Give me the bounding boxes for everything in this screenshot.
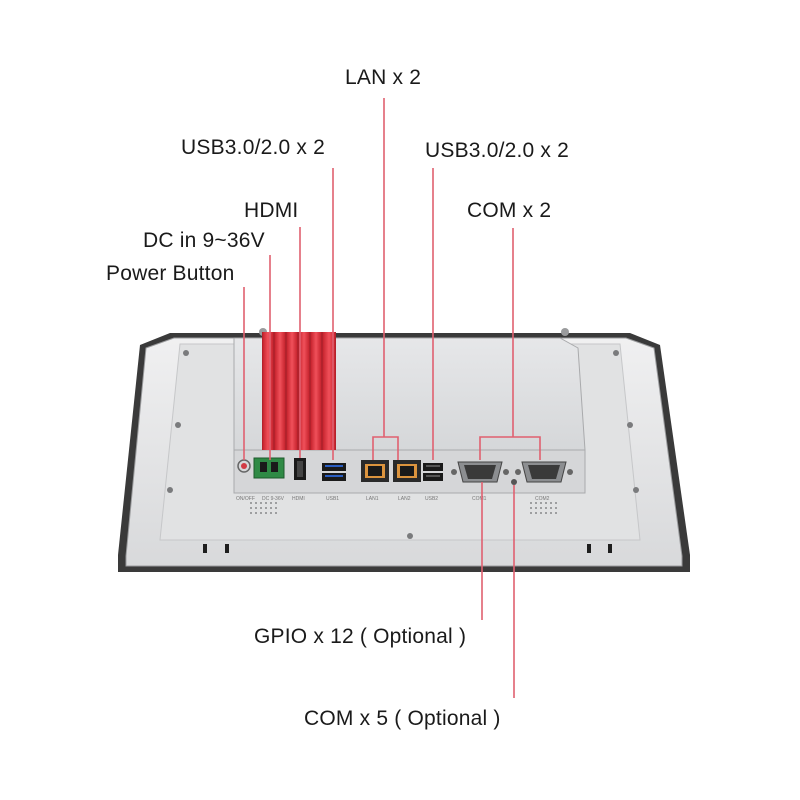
label-usb-right: USB3.0/2.0 x 2 <box>425 139 570 162</box>
marking-on-off: ON/OFF <box>236 496 255 502</box>
lan-port-2 <box>393 460 421 482</box>
usb-ports-1 <box>322 463 346 481</box>
com-port-2 <box>515 461 573 483</box>
leader-lines <box>243 98 541 698</box>
dc-in-terminal <box>253 457 285 479</box>
label-usb-left: USB3.0/2.0 x 2 <box>181 136 326 159</box>
lan-port-1 <box>361 460 389 482</box>
vents <box>250 502 557 514</box>
gpio-com-header <box>511 479 517 485</box>
marking-usb1: USB1 <box>326 496 339 502</box>
com-port-1 <box>451 461 509 483</box>
label-hdmi: HDMI <box>244 199 299 222</box>
bottom-slots <box>203 544 612 553</box>
label-com-optional: COM x 5 ( Optional ) <box>304 707 501 730</box>
marking-lan1: LAN1 <box>366 496 379 502</box>
power-button <box>237 459 251 473</box>
marking-usb2: USB2 <box>425 496 438 502</box>
marking-dc: DC 9-36V <box>262 496 285 502</box>
marking-com2: COM2 <box>535 496 550 502</box>
port-markings: ON/OFF DC 9-36V HDMI USB1 LAN1 LAN2 USB2… <box>236 496 550 502</box>
marking-lan2: LAN2 <box>398 496 411 502</box>
hdmi-port <box>294 458 306 480</box>
usb-ports-2 <box>423 463 443 481</box>
heatsink <box>262 332 336 450</box>
label-gpio: GPIO x 12 ( Optional ) <box>254 625 467 648</box>
label-power-button: Power Button <box>106 262 235 285</box>
marking-com1: COM1 <box>472 496 487 502</box>
label-lan: LAN x 2 <box>345 66 422 89</box>
label-com: COM x 2 <box>467 199 552 222</box>
marking-hdmi: HDMI <box>292 496 305 502</box>
label-dc-in: DC in 9~36V <box>143 229 265 252</box>
